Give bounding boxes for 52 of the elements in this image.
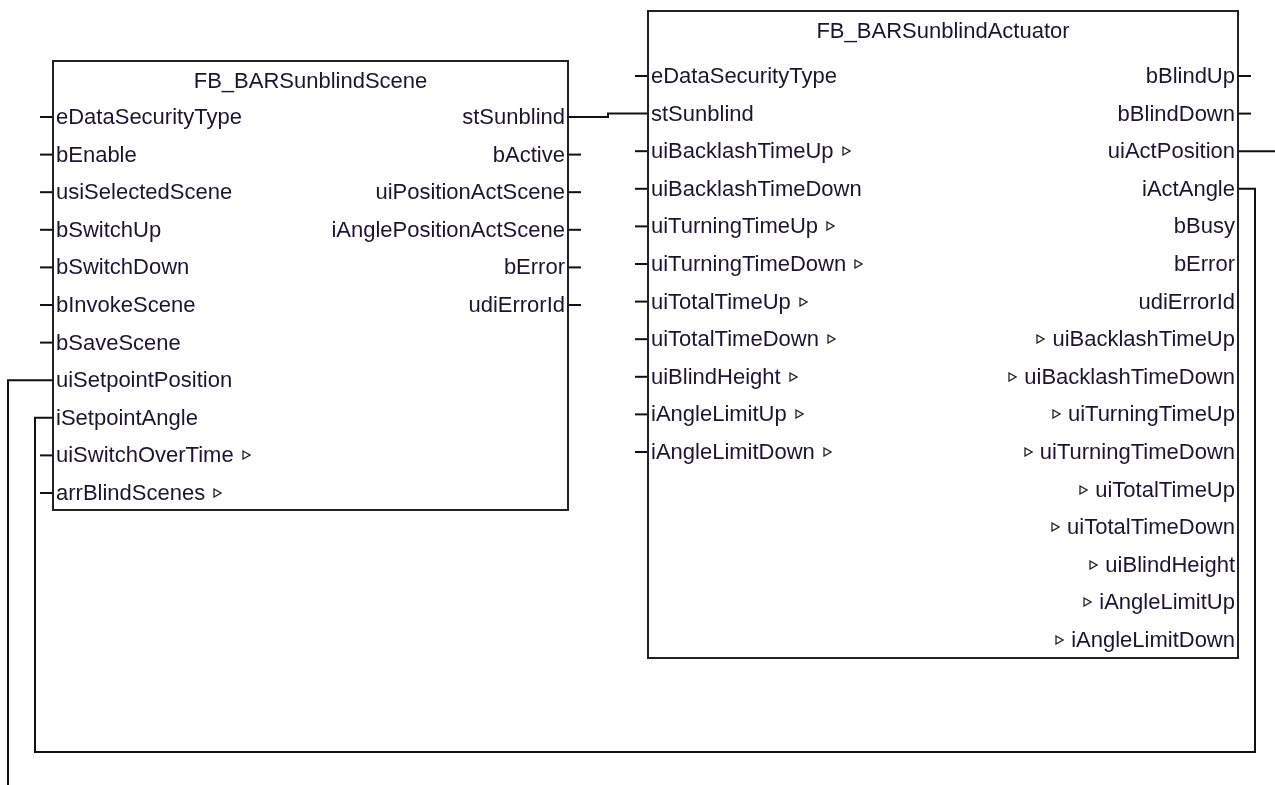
- output-pin-label: uiTurningTimeDown: [1037, 437, 1237, 467]
- input-pin-label: uiBlindHeight: [649, 361, 783, 392]
- input-pin-label: uiBacklashTimeUp: [649, 136, 836, 167]
- output-pin-label: iAnglePositionActScene: [329, 214, 567, 245]
- output-pin-label: bError: [501, 252, 567, 283]
- connection-line: [568, 112, 648, 118]
- input-pin-label: iAngleLimitUp: [649, 399, 789, 430]
- output-pin-label: uiPositionActScene: [373, 177, 567, 208]
- input-pin-label: usiSelectedScene: [54, 177, 235, 208]
- input-pin-label: arrBlindScenes: [54, 478, 208, 508]
- connection-line: [1238, 150, 1275, 153]
- output-pin-label: iAngleLimitUp: [1097, 587, 1237, 618]
- input-pin-label: uiSwitchOverTime: [54, 440, 236, 471]
- output-pin-label: uiActPosition: [1105, 136, 1237, 167]
- input-pin-label: bSaveScene: [54, 327, 183, 358]
- output-pin-label: bBusy: [1171, 211, 1237, 242]
- input-pin-label: uiTotalTimeUp: [649, 286, 793, 317]
- function-block: [52, 60, 569, 511]
- input-pin-label: uiTurningTimeDown: [649, 249, 849, 279]
- output-pin-label: udiErrorId: [1136, 286, 1237, 317]
- input-pin-label: uiSetpointPosition: [54, 365, 235, 396]
- output-pin-label: uiTurningTimeUp: [1065, 399, 1237, 430]
- output-pin-label: stSunblind: [460, 102, 567, 132]
- input-pin-label: bSwitchDown: [54, 252, 192, 283]
- output-pin-label: uiTotalTimeUp: [1093, 474, 1237, 505]
- block-title: FB_BARSunblindActuator: [816, 17, 1070, 45]
- output-pin-label: iActAngle: [1140, 173, 1237, 204]
- input-pin-label: bEnable: [54, 139, 139, 170]
- input-pin-label: stSunblind: [649, 98, 756, 129]
- output-pin-label: bActive: [490, 139, 567, 170]
- function-block: [647, 10, 1239, 659]
- input-pin-label: eDataSecurityType: [54, 102, 244, 132]
- input-pin-label: uiTotalTimeDown: [649, 324, 821, 355]
- input-pin-label: bInvokeScene: [54, 290, 198, 320]
- output-pin-label: uiTotalTimeDown: [1065, 512, 1237, 543]
- output-pin-label: udiErrorId: [466, 290, 567, 320]
- connection-line: [7, 379, 53, 785]
- output-pin-label: uiBlindHeight: [1103, 549, 1237, 580]
- output-pin-label: bBlindUp: [1143, 61, 1237, 91]
- output-pin-label: bBlindDown: [1115, 98, 1237, 129]
- input-pin-label: iAngleLimitDown: [649, 437, 817, 467]
- input-pin-label: iSetpointAngle: [54, 402, 200, 433]
- output-pin-label: uiBacklashTimeUp: [1050, 324, 1237, 355]
- input-pin-label: bSwitchUp: [54, 214, 164, 245]
- connection-line: [34, 187, 1256, 753]
- output-pin-label: uiBacklashTimeDown: [1022, 361, 1237, 392]
- output-pin-label: iAngleLimitDown: [1069, 625, 1237, 655]
- output-pin-label: bError: [1171, 249, 1237, 279]
- block-title: FB_BARSunblindScene: [193, 67, 428, 95]
- input-pin-label: uiTurningTimeUp: [649, 211, 821, 242]
- input-pin-label: eDataSecurityType: [649, 61, 839, 91]
- input-pin-label: uiBacklashTimeDown: [649, 173, 864, 204]
